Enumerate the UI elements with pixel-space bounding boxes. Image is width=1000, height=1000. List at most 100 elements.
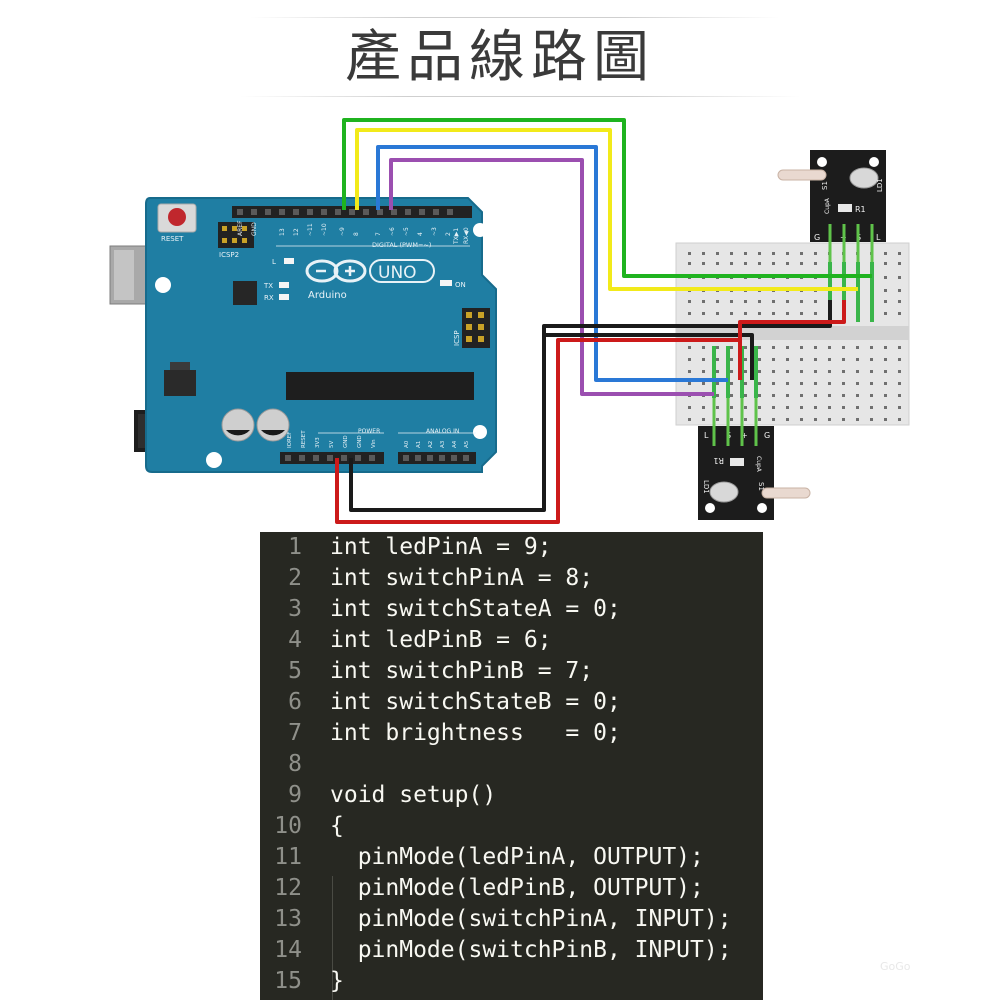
power-pin-3v3: 3V3 xyxy=(315,437,321,448)
watermark: GoGo xyxy=(880,960,911,973)
icsp2-label: ICSP2 xyxy=(219,251,239,259)
code-text: int brightness = 0; xyxy=(330,720,621,746)
pin-label-9: ~9 xyxy=(339,227,346,236)
code-text: int switchStateB = 0; xyxy=(330,689,621,715)
circuit-diagram: RESET ICSP2 AREF GND 13 12 ~11 ~10 ~9 8 … xyxy=(109,118,910,524)
tx-label: TX xyxy=(263,282,273,290)
wire-red-2 xyxy=(738,300,846,340)
analog-pin-a0: A0 xyxy=(404,440,410,448)
arduino-board: RESET ICSP2 AREF GND 13 12 ~11 ~10 ~9 8 … xyxy=(109,197,497,473)
arduino-brand-text: Arduino xyxy=(308,290,347,301)
power-label: POWER xyxy=(358,428,380,435)
code-line: 12 pinMode(ledPinB, OUTPUT); xyxy=(260,873,763,904)
wire-purple xyxy=(389,158,714,396)
line-number: 13 xyxy=(274,906,302,932)
line-number: 11 xyxy=(274,844,302,870)
pin-label-aref: AREF xyxy=(237,220,244,236)
title-divider-bottom xyxy=(240,96,800,97)
code-line: 15} xyxy=(260,966,763,997)
pin-label-5: ~5 xyxy=(403,227,410,236)
page-title: 產品線路圖 xyxy=(345,25,655,90)
line-number: 2 xyxy=(288,565,302,591)
reed-switch-bottom xyxy=(761,487,811,499)
analog-pin-a2: A2 xyxy=(428,441,434,448)
analog-label: ANALOG IN xyxy=(426,428,459,435)
board-body xyxy=(145,197,497,473)
wire-red xyxy=(335,338,742,524)
module-top-ld1: LD1 xyxy=(876,178,884,192)
pin-label-10: ~10 xyxy=(321,223,328,236)
line-number: 5 xyxy=(288,658,302,684)
line-number: 7 xyxy=(288,720,302,746)
module-bottom-s1: S1 xyxy=(757,482,765,491)
module-top-r1: R1 xyxy=(855,205,866,214)
module-bottom-ld1: LD1 xyxy=(702,480,710,494)
power-pin-ioref: IOREF xyxy=(287,432,293,448)
pin-label-1: TX▶1 xyxy=(453,228,460,245)
title-area: 產品線路圖 xyxy=(0,0,1000,100)
line-number: 10 xyxy=(274,813,302,839)
module-top-s1: S1 xyxy=(821,181,829,190)
line-number: 1 xyxy=(288,534,302,560)
hall-module-bottom: R1 LD1 S1 CupA L S + G xyxy=(698,392,811,520)
code-line: 8 xyxy=(260,749,763,780)
code-line: 13 pinMode(switchPinA, INPUT); xyxy=(260,904,763,935)
code-text: void setup() xyxy=(330,782,497,808)
capacitor xyxy=(221,408,255,442)
code-line: 2 int switchPinA = 8; xyxy=(260,563,763,594)
pin-label-2: 2 xyxy=(445,232,452,236)
wire-black-2 xyxy=(544,333,754,380)
code-text: pinMode(switchPinB, INPUT); xyxy=(330,937,732,963)
analog-pin-a3: A3 xyxy=(440,440,446,448)
pin-label-4: 4 xyxy=(417,232,424,236)
code-line: 3 int switchStateA = 0; xyxy=(260,594,763,625)
module-top-pin-l: L xyxy=(876,233,881,242)
module-bottom-pin-plus: + xyxy=(741,431,748,440)
reed-switch-top xyxy=(777,169,827,181)
power-pin-vin: Vin xyxy=(371,439,377,448)
wires xyxy=(335,118,872,524)
code-text: int switchStateA = 0; xyxy=(330,596,621,622)
code-text: pinMode(switchPinA, INPUT); xyxy=(330,906,732,932)
power-pin-gnd1: GND xyxy=(343,435,349,448)
rx-label: RX xyxy=(264,294,274,302)
reset-label: RESET xyxy=(161,235,184,243)
module-bottom-pin-l: L xyxy=(704,431,709,440)
code-line: 9 void setup() xyxy=(260,780,763,811)
pin-label-0: RX◀0 xyxy=(463,227,470,244)
line-number: 3 xyxy=(288,596,302,622)
code-line: 14 pinMode(switchPinB, INPUT); xyxy=(260,935,763,966)
power-pin-gnd2: GND xyxy=(357,435,363,448)
wire-blue xyxy=(376,145,728,382)
analog-pin-a5: A5 xyxy=(464,440,470,448)
line-number: 4 xyxy=(288,627,302,653)
wire-green xyxy=(342,118,872,278)
pin-label-6: ~6 xyxy=(389,227,396,236)
code-text: pinMode(ledPinB, OUTPUT); xyxy=(330,875,704,901)
indent-guide xyxy=(332,876,333,1000)
module-top-cup: CupA xyxy=(824,197,831,214)
on-label: ON xyxy=(455,281,466,289)
icsp-label: ICSP xyxy=(453,330,461,346)
module-top-pin-g: G xyxy=(814,233,820,242)
analog-pin-a1: A1 xyxy=(416,441,422,448)
code-text: } xyxy=(330,968,344,994)
code-text: int switchPinA = 8; xyxy=(330,565,594,591)
line-number: 6 xyxy=(288,689,302,715)
pin-label-8: 8 xyxy=(353,232,360,236)
code-line: 10{ xyxy=(260,811,763,842)
code-line: 7 int brightness = 0; xyxy=(260,718,763,749)
capacitor xyxy=(256,408,290,442)
digital-label: DIGITAL (PWM=~) xyxy=(372,241,431,249)
pin-label-3: ~3 xyxy=(431,227,438,236)
line-number: 9 xyxy=(288,782,302,808)
line-number: 12 xyxy=(274,875,302,901)
microcontroller-chip xyxy=(286,372,474,400)
hall-module-top: R1 LD1 S1 CupA G + S L xyxy=(777,150,886,262)
module-bottom-pin-g: G xyxy=(764,431,770,440)
analog-pin-a4: A4 xyxy=(452,440,458,448)
module-bottom-r1: R1 xyxy=(713,456,724,465)
